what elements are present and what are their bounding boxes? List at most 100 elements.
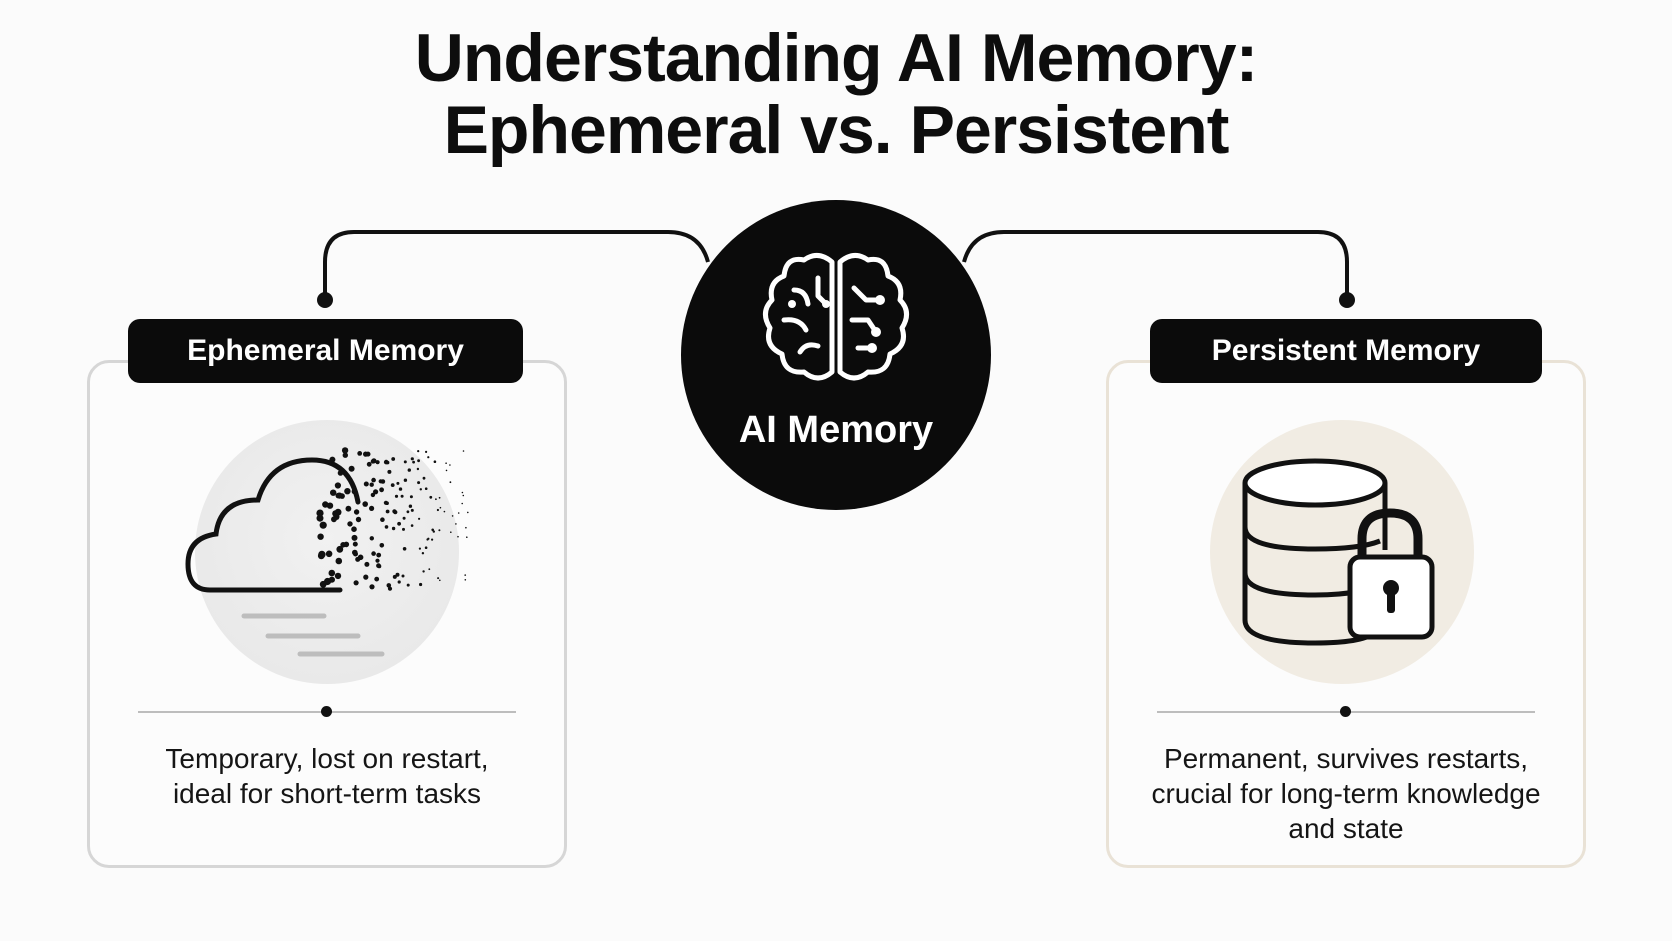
cloud-particle: [385, 509, 390, 514]
cloud-particle: [391, 526, 396, 531]
cloud-particle: [363, 574, 369, 580]
cloud-particle: [398, 487, 403, 491]
cloud-particle: [451, 515, 454, 517]
cloud-particle: [369, 536, 374, 541]
cloud-particle: [352, 549, 358, 556]
cloud-particle: [318, 550, 326, 559]
cloud-particle: [465, 526, 467, 529]
cloud-particle: [370, 459, 376, 464]
cloud-particle: [371, 477, 376, 483]
cloud-particle: [331, 516, 337, 523]
cloud-particle: [427, 537, 430, 540]
cloud-particle: [387, 586, 393, 591]
cloud-particle: [422, 476, 426, 480]
cloud-particle: [363, 481, 369, 487]
cloud-particle: [457, 512, 460, 514]
cloud-particle: [374, 576, 380, 582]
cloud-particle: [424, 546, 428, 549]
cloud-particle: [401, 574, 405, 578]
cloud-particle: [387, 469, 392, 474]
cloud-particle: [351, 534, 358, 541]
cloud-particle: [417, 450, 420, 453]
cloud-particle: [316, 514, 324, 522]
cloud-particle: [393, 510, 398, 515]
cloud-particle: [341, 447, 349, 454]
cloud-particle: [410, 524, 414, 527]
cloud-particle: [395, 572, 400, 577]
cloud-particle: [357, 451, 363, 456]
cloud-particle: [379, 487, 384, 493]
ephemeral-divider-dot: [321, 706, 332, 717]
cloud-particle: [449, 464, 451, 466]
ephemeral-heading: Ephemeral Memory: [128, 319, 523, 383]
connector-right: [962, 230, 1349, 300]
cloud-particle: [402, 527, 405, 531]
cloud-particle: [466, 536, 468, 538]
title-line-2: Ephemeral vs. Persistent: [443, 92, 1230, 168]
cloud-particle: [369, 584, 375, 590]
cloud-particle: [418, 517, 421, 520]
cloud-particle: [419, 582, 423, 587]
persistent-description-line-1: Permanent, survives restarts,: [1163, 743, 1529, 774]
cloud-particle: [379, 543, 385, 548]
connector-left: [323, 230, 710, 300]
cloud-particle: [330, 489, 337, 496]
cloud-particle: [334, 482, 341, 489]
ephemeral-description: Temporary, lost on restart, ideal for sh…: [110, 741, 544, 811]
cloud-particle: [385, 501, 389, 505]
cloud-particle: [345, 505, 352, 512]
cloud-particle: [373, 489, 379, 495]
cloud-particle: [376, 563, 381, 569]
cloud-particle: [467, 511, 469, 514]
cloud-particle: [445, 469, 448, 472]
cloud-particle: [369, 482, 374, 487]
cloud-particle: [319, 580, 327, 588]
cloud-particle: [449, 481, 452, 484]
cloud-particle: [334, 572, 342, 580]
cloud-particle: [336, 492, 343, 499]
cloud-particle: [355, 556, 361, 562]
cloud-particle: [366, 461, 372, 467]
cloud-particle: [439, 506, 442, 509]
cloud-particle: [412, 460, 415, 464]
cloud-particle: [351, 526, 357, 532]
ephemeral-description-line-2: ideal for short-term tasks: [172, 778, 482, 809]
cloud-particle: [461, 502, 464, 505]
persistent-description-line-2: crucial for long-term knowledge: [1151, 778, 1541, 809]
cloud-particle: [445, 462, 447, 464]
cloud-particle: [424, 487, 428, 490]
cloud-particle: [335, 557, 343, 565]
cloud-particle: [417, 459, 420, 463]
cloud-particle: [464, 579, 467, 581]
cloud-particle: [464, 574, 467, 576]
cloud-particle: [351, 488, 358, 495]
cloud-particle: [369, 505, 375, 511]
connector-right-dot: [1339, 292, 1355, 308]
cloud-particle: [461, 491, 464, 494]
cloud-particle: [436, 508, 439, 512]
cloud-particle: [435, 498, 437, 501]
cloud-particle: [384, 525, 389, 529]
cloud-particle: [419, 488, 422, 491]
cloud-particle: [406, 510, 410, 514]
cloud-particle: [371, 551, 376, 556]
cloud-particle: [353, 580, 359, 586]
cloud-particle: [432, 530, 435, 533]
cloud-particle: [328, 576, 335, 583]
cloud-particle: [348, 465, 355, 472]
cloud-particle: [317, 533, 324, 540]
cloud-particle: [394, 494, 399, 498]
cloud-particle: [443, 510, 446, 513]
cloud-particle: [433, 460, 437, 463]
cloud-particle: [375, 460, 380, 465]
persistent-description: Permanent, survives restarts, crucial fo…: [1120, 741, 1572, 846]
hub-label: AI Memory: [738, 409, 934, 451]
cloud-particle: [406, 583, 410, 587]
persistent-divider-dot: [1340, 706, 1351, 717]
cloud-particle: [364, 561, 370, 567]
cloud-particle: [403, 460, 407, 464]
cloud-particle: [390, 483, 395, 487]
cloud-particle: [365, 451, 371, 457]
cloud-particle: [383, 459, 389, 465]
